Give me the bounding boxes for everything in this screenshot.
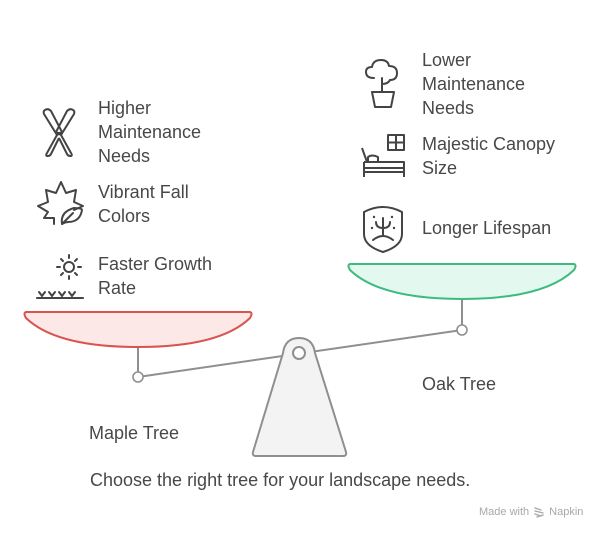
oak-benefit-3: Longer Lifespan <box>422 218 552 238</box>
napkin-logo-icon <box>534 507 544 518</box>
maple-benefit-1: Higher Maintenance Needs <box>98 98 202 166</box>
maple-benefit-3: Faster Growth Rate <box>98 254 213 298</box>
bed-window-icon <box>361 134 405 177</box>
caption: Choose the right tree for your landscape… <box>90 470 471 490</box>
sun-growth-icon <box>36 254 84 299</box>
potted-tree-icon <box>365 59 398 108</box>
oak-benefit-2: Majestic Canopy Size <box>422 134 556 178</box>
scale-fulcrum <box>251 336 348 457</box>
oak-pan <box>347 263 577 301</box>
pivot-pin <box>292 346 306 360</box>
shield-tree-icon <box>363 206 403 253</box>
maple-benefit-2: Vibrant Fall Colors <box>98 182 189 226</box>
made-with-text: Made with <box>479 506 530 518</box>
napkin-brand-text: Napkin <box>549 506 584 518</box>
pruning-shears-icon <box>42 108 76 157</box>
maple-pan <box>23 311 253 349</box>
made-with-napkin: Made with Napkin <box>479 506 583 518</box>
maple-tree-label: Maple Tree <box>89 423 180 443</box>
oak-benefit-1: Lower Maintenance Needs <box>422 50 526 118</box>
oak-tree-label: Oak Tree <box>422 374 497 394</box>
maple-leaf-icon <box>37 181 84 225</box>
